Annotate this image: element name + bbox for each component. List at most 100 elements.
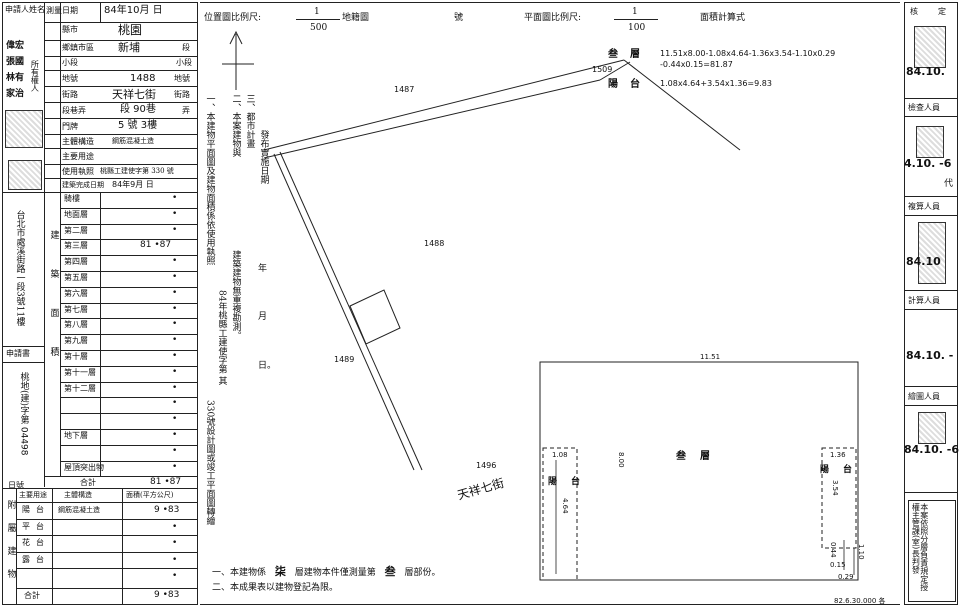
floor-row-value: 81 •87 — [140, 240, 172, 250]
cadastral-map-number-label: 號 — [454, 13, 464, 23]
calc-row-1-label: 叁層 — [608, 49, 652, 60]
attach-side-label: 附屬建物 — [5, 500, 16, 592]
attach-row-area: • — [172, 538, 178, 548]
footer-code: 82.6.30.000 各 — [834, 597, 886, 605]
number-label: 日號 — [8, 481, 24, 490]
floor-row-value: • — [172, 335, 178, 345]
lane-label: 段巷弄 — [62, 106, 86, 115]
bottom-note-one-a: 一、本建物係 — [212, 568, 267, 578]
note-two: 二、本案建物與 — [230, 94, 241, 157]
floor-row-name: 屋頂突出物 — [64, 463, 104, 472]
floor-row-divider — [60, 413, 197, 414]
floor-row-value: • — [172, 414, 178, 424]
cadastral-map-label: 地籍圖 — [342, 13, 370, 23]
plan-dim-top: 11.51 — [700, 353, 721, 361]
location-scale-numerator: 1 — [314, 7, 320, 17]
floor-row-name: 地下層 — [64, 431, 88, 440]
recheck-date: 84.10 — [906, 255, 941, 268]
approve-label: 核定 — [910, 7, 946, 16]
location-scale-denominator: 500 — [310, 23, 328, 33]
floor-row-name: 第四層 — [64, 257, 88, 266]
approve-stamp — [914, 26, 946, 68]
floor-row-name: 地面層 — [64, 210, 88, 219]
plan-balcony-left: 陽台 — [548, 477, 595, 487]
floor-row-value: • — [172, 398, 178, 408]
floor-row-name: 第八層 — [64, 320, 88, 329]
attach-row-area: • — [172, 555, 178, 565]
year-label: 年 — [258, 264, 268, 274]
calc-row-1-continued: -0.44x0.15=81.87 — [660, 60, 733, 69]
floor-row-divider — [60, 429, 197, 430]
attach-row-divider — [16, 502, 197, 503]
lot-suffix: 地號 — [174, 74, 190, 83]
inspector-date: 4.10. -6 — [904, 157, 952, 170]
applicant-name-3: 林有 — [6, 73, 25, 83]
street-value: 天祥七街 — [112, 88, 156, 101]
lot-label: 地號 — [62, 74, 78, 83]
floors-total-value: 81 •87 — [150, 477, 182, 487]
completion-value: 84年9月 日 — [112, 180, 154, 189]
floors-total-label: 合計 — [80, 478, 96, 487]
floor-row-divider — [60, 397, 197, 398]
build-side-label: 建築面積 — [48, 230, 59, 386]
attach-row-area: • — [172, 522, 178, 532]
lot-1496: 1496 — [476, 461, 497, 470]
lot-1487: 1487 — [394, 85, 415, 94]
floor-row-divider — [60, 318, 197, 319]
applicant-name-2: 張國 — [6, 57, 25, 67]
plan-dim-136: 1.36 — [830, 451, 846, 459]
permit-ref-b: 330號設計圖或竣工平面圖轉繪 — [204, 400, 215, 526]
rule-text: 本案依照分層負責規定授權主管課(室)長判發 — [911, 503, 929, 591]
floor-row-divider — [60, 445, 197, 446]
floor-row-value: • — [172, 367, 178, 377]
lot-value: 1488 — [130, 73, 156, 84]
bottom-note-one-e: 層部份。 — [404, 568, 441, 578]
lane-suffix: 弄 — [182, 106, 190, 115]
lane-value: 段 90巷 — [120, 104, 156, 115]
floor-row-divider — [60, 303, 197, 304]
attach-row-divider — [16, 588, 197, 589]
plan-scale-denominator: 100 — [628, 23, 646, 33]
month-label: 月 — [258, 312, 268, 322]
applicant-name-1: 偉宏 — [6, 41, 25, 51]
attach-header-use: 主要用途 — [19, 491, 47, 499]
structure-label: 主體構造 — [62, 137, 94, 146]
plan-dim-029: 0.29 — [838, 573, 854, 581]
floor-row-divider — [60, 224, 197, 225]
approve-date: 84.10. — [906, 65, 945, 78]
floor-row-divider — [60, 461, 197, 462]
bottom-note-one: 一、本建物係 柒 層建物本件僅測量第 叁 層部份。 — [212, 566, 441, 578]
attach-header-area: 面積(平方公尺) — [126, 491, 174, 499]
lot-1489: 1489 — [334, 355, 355, 364]
city-address: 台北市處溪街路一段3號11樓 — [14, 210, 25, 327]
survey-date-value: 84年10月 日 — [104, 5, 163, 16]
draft-person-date: 84.10. -6 — [904, 443, 960, 456]
township-suffix: 段 — [182, 43, 190, 52]
plan-scale-numerator: 1 — [632, 7, 638, 17]
attach-total-label: 合計 — [24, 591, 40, 600]
door-value: 5 號 3樓 — [118, 120, 158, 131]
attach-row-use: 平台 — [22, 522, 50, 531]
township-value: 新埔 — [118, 41, 140, 54]
calc-row-2-formula: 1.08x4.64+3.54x1.36=9.83 — [660, 79, 772, 88]
floor-row-value: • — [172, 430, 178, 440]
note-one: 一、本建物平面圖及建物面積係依使用執照 — [204, 94, 215, 265]
floor-row-divider — [60, 255, 197, 256]
attach-row-use: 陽台 — [22, 505, 50, 514]
seal-stamp-2 — [8, 160, 42, 190]
note-three-b: 發布實施日期 — [258, 130, 269, 184]
floor-row-divider — [60, 334, 197, 335]
floor-row-value: • — [172, 351, 178, 361]
attach-row-use: 花台 — [22, 538, 50, 547]
application-book-label: 申請書 — [6, 349, 30, 358]
floor-row-value: • — [172, 256, 178, 266]
completion-label: 建築完成日期 — [62, 181, 104, 189]
floor-row-divider — [60, 208, 197, 209]
day-label: 日。 — [258, 361, 277, 371]
application-book-value: 桃地(建)字第 04498 — [18, 372, 29, 456]
inspector-extra: 代 — [944, 179, 954, 189]
floor-row-name: 第十一層 — [64, 368, 96, 377]
owner-text: 所有權人 — [30, 60, 40, 92]
street-label: 街路 — [62, 90, 78, 99]
section-label: 小段 — [62, 58, 78, 67]
